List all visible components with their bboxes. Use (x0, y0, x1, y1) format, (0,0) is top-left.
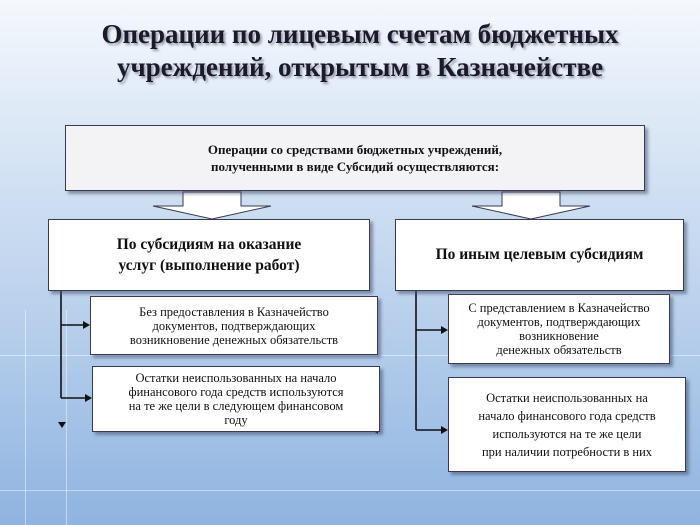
background-grid-line (0, 490, 700, 491)
right-item-2: Остатки неиспользованных на начало финан… (448, 377, 686, 472)
left-item-1: Без предоставления в Казначейство докуме… (90, 296, 378, 355)
right-item-1: С представлением в Казначейство документ… (448, 294, 670, 364)
block-arrow-right (471, 191, 591, 220)
top-operations-box: Операции со средствами бюджетных учрежде… (65, 125, 645, 191)
right-branch-header: По иным целевым субсидиям (395, 219, 684, 291)
stray-arrowhead (58, 422, 66, 428)
left-arrowhead-2 (85, 394, 92, 402)
left-branch-header: По субсидиям на оказание услуг (выполнен… (48, 219, 370, 291)
left-item-2: Остатки неиспользованных на начало финан… (92, 366, 380, 432)
left-arrowhead-1 (83, 321, 90, 329)
right-arrowhead-1 (441, 326, 448, 334)
block-arrow-left (152, 191, 272, 220)
background-grid-line (0, 355, 700, 356)
background-grid-line (25, 310, 26, 525)
right-arrowhead-2 (441, 426, 448, 434)
slide-title: Операции по лицевым счетам бюджетных учр… (101, 19, 619, 82)
background-grid-line (66, 310, 67, 525)
